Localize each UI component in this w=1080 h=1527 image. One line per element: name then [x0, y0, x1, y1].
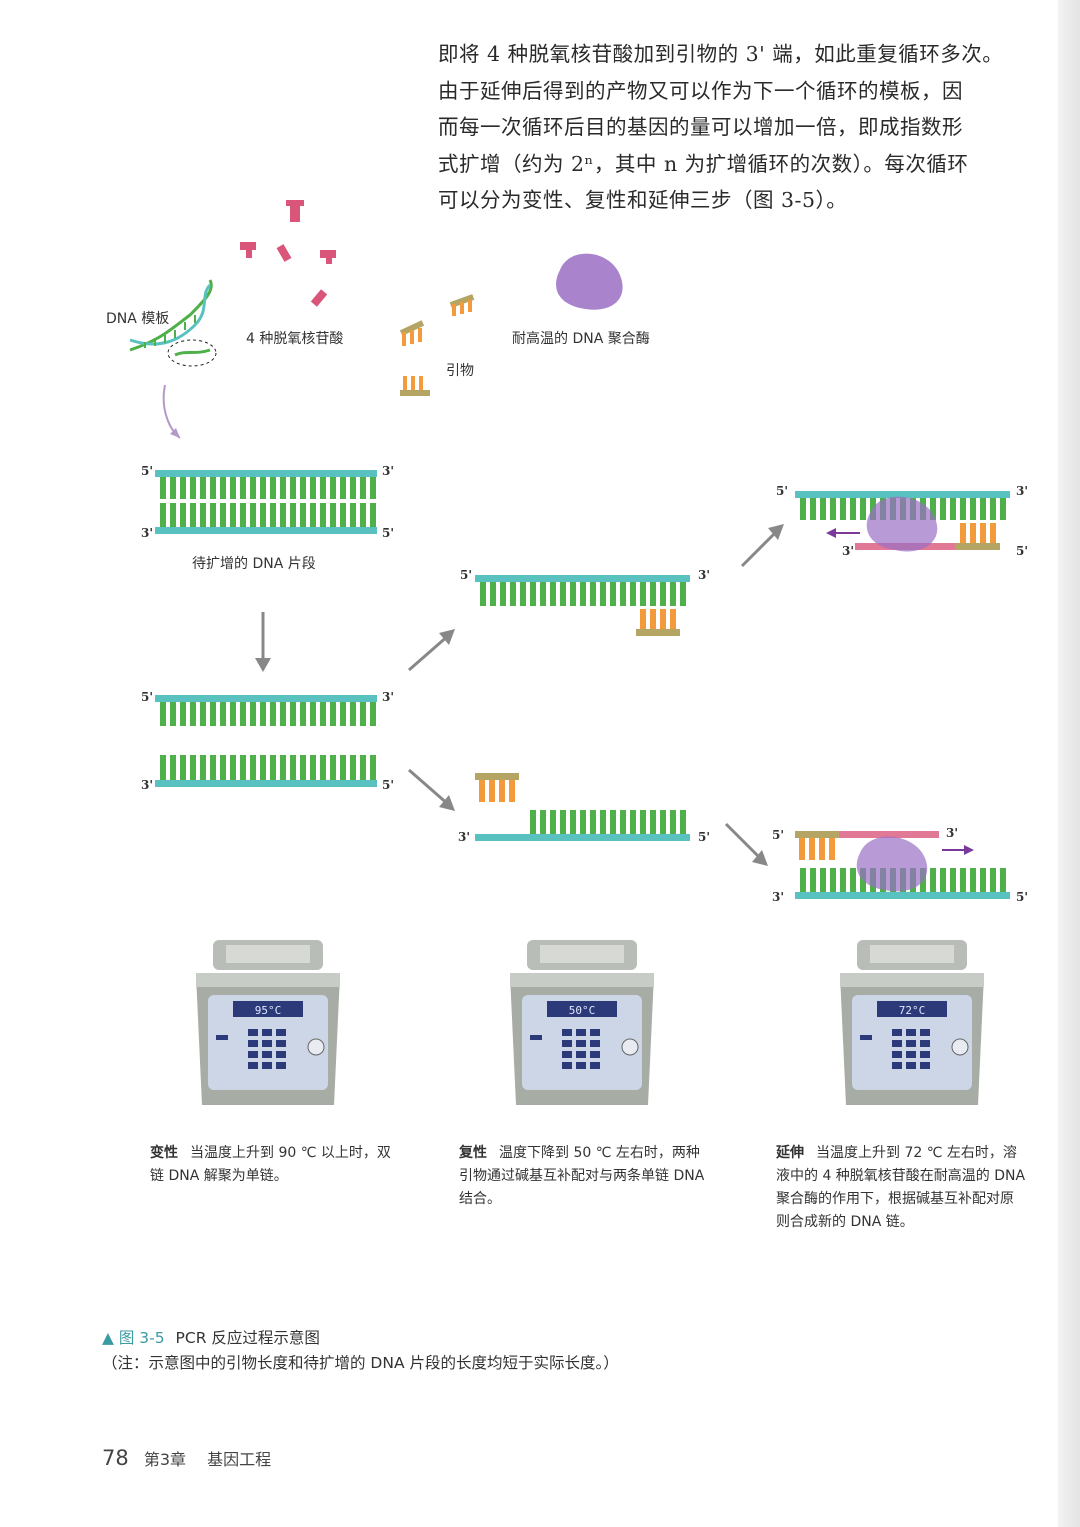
caption-denaturation: 变性当温度上升到 90 ℃ 以上时，双链 DNA 解聚为单链。 [150, 1142, 398, 1188]
chapter-title: 基因工程 [207, 1450, 272, 1469]
thermal-cycler-3: 72°C [840, 940, 984, 1105]
polymerase-icon [556, 253, 623, 310]
annealed-upper-strand [475, 575, 690, 636]
intro-line-4: 式扩增（约为 2ⁿ，其中 n 为扩增循环的次数）。每次循环 [438, 151, 969, 176]
dna-template-helix-icon [129, 279, 217, 367]
figure-caption: ▲ 图 3-5 PCR 反应过程示意图 （注：示意图中的引物长度和待扩增的 DN… [102, 1326, 619, 1376]
end-3-bottom: 3' [141, 526, 154, 540]
caption-extension: 延伸当温度上升到 72 ℃ 左右时，溶液中的 4 种脱氧核苷酸在耐高温的 DNA… [776, 1142, 1026, 1234]
end-5-ext-top: 5' [776, 484, 789, 498]
extension-lower [795, 831, 1010, 899]
end-3-ext-low-top: 3' [946, 826, 959, 840]
page-number: 78 [102, 1446, 129, 1470]
arrow-down-right-icon [408, 768, 455, 811]
end-5-ext-mid: 5' [1016, 544, 1029, 558]
caption-step-3: 延伸 [776, 1145, 804, 1161]
end-5-denat-top: 5' [141, 690, 154, 704]
annealed-lower-strand [475, 773, 690, 841]
dna-denatured-strands [155, 695, 377, 787]
end-5-anneal-bottom: 5' [698, 830, 711, 844]
page-edge [1058, 0, 1080, 1527]
caption-step-1: 变性 [150, 1145, 178, 1161]
end-3-denat-top: 3' [382, 690, 395, 704]
dna-template-label: DNA 模板 [106, 311, 170, 327]
intro-line-1: 即将 4 种脱氧核苷酸加到引物的 3' 端，如此重复循环多次。 [438, 42, 1004, 66]
arrow-up-right-icon-2 [740, 524, 784, 568]
end-3-denat-bottom: 3' [141, 778, 154, 792]
thermal-cycler-2: 50°C [510, 940, 654, 1105]
arrow-down-right-icon-2 [724, 822, 768, 866]
caption-step-2: 复性 [459, 1145, 487, 1161]
page-footer: 78 第3章 基因工程 [102, 1446, 271, 1470]
reagents-illustration [129, 200, 623, 439]
arrow-down-icon [255, 612, 271, 672]
polymerase-label: 耐高温的 DNA 聚合酶 [512, 331, 650, 347]
primer-label: 引物 [446, 363, 474, 379]
caption-annealing: 复性温度下降到 50 ℃ 左右时，两种引物通过碱基互补配对与两条单链 DNA 结… [459, 1142, 707, 1211]
caption-text-2: 温度下降到 50 ℃ 左右时，两种引物通过碱基互补配对与两条单链 DNA 结合。 [459, 1145, 705, 1207]
end-5-ext-low-top: 5' [772, 828, 785, 842]
machine-display-1: 95°C [255, 1004, 282, 1017]
intro-paragraph: 即将 4 种脱氧核苷酸加到引物的 3' 端，如此重复循环多次。 由于延伸后得到的… [438, 36, 1038, 219]
end-3-anneal-bottom: 3' [458, 830, 471, 844]
end-5-bottom: 5' [382, 526, 395, 540]
figure-number: 图 3-5 [118, 1329, 165, 1347]
dna-fragment-double [155, 470, 377, 534]
end-5-anneal-top: 5' [460, 568, 473, 582]
triangle-icon: ▲ [102, 1329, 114, 1347]
end-5-ext-low-bottom: 5' [1016, 890, 1029, 904]
figure-title: PCR 反应过程示意图 [175, 1329, 320, 1347]
machine-display-2: 50°C [569, 1004, 596, 1017]
intro-line-3: 而每一次循环后目的基因的量可以增加一倍，即成指数形 [438, 115, 963, 139]
fragment-label: 待扩增的 DNA 片段 [192, 556, 316, 572]
end-3-ext-low-bottom: 3' [772, 890, 785, 904]
nucleotides-label: 4 种脱氧核苷酸 [246, 331, 344, 347]
arrow-up-right-icon [408, 629, 455, 672]
thermal-cycler-1: 95°C [196, 940, 340, 1105]
extension-upper [795, 491, 1010, 552]
caption-text-1: 当温度上升到 90 ℃ 以上时，双链 DNA 解聚为单链。 [150, 1145, 391, 1184]
nucleotide-icons [240, 200, 336, 307]
end-5-denat-bottom: 5' [382, 778, 395, 792]
primer-icons [399, 294, 475, 396]
figure-note: （注：示意图中的引物长度和待扩增的 DNA 片段的长度均短于实际长度。） [102, 1354, 619, 1372]
polymerase-icon [856, 836, 928, 892]
chapter-number: 第3章 [143, 1450, 187, 1469]
caption-text-3: 当温度上升到 72 ℃ 左右时，溶液中的 4 种脱氧核苷酸在耐高温的 DNA 聚… [776, 1145, 1026, 1230]
end-3-anneal-top: 3' [698, 568, 711, 582]
intro-line-2: 由于延伸后得到的产物又可以作为下一个循环的模板，因 [438, 78, 963, 103]
machine-display-3: 72°C [899, 1004, 926, 1017]
end-3-top: 3' [382, 464, 395, 478]
end-3-ext-top: 3' [1016, 484, 1029, 498]
polymerase-icon [866, 496, 938, 552]
intro-line-5: 可以分为变性、复性和延伸三步（图 3-5）。 [438, 188, 848, 212]
end-3-ext-mid: 3' [842, 544, 855, 558]
end-5-top: 5' [141, 464, 154, 478]
